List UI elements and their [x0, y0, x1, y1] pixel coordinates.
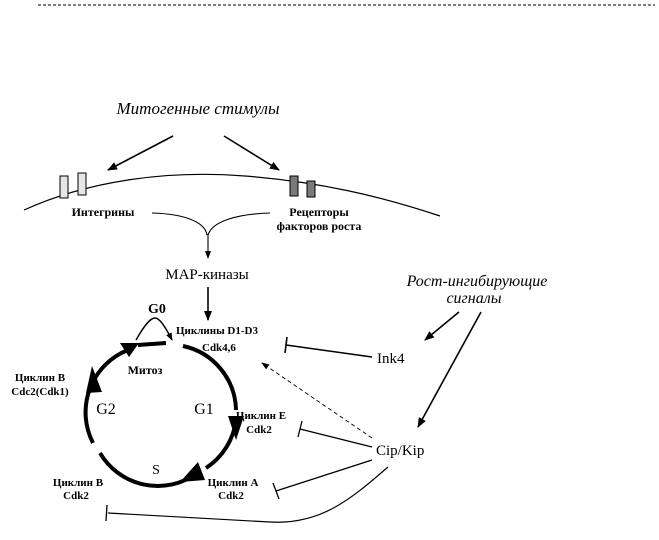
- ink4-inhibition-bar: [284, 336, 288, 354]
- ink4-inhibition-line: [285, 344, 373, 358]
- cyclin-d-line2: Cdk4,6: [202, 342, 236, 354]
- receptors-label-line2: факторов роста: [277, 219, 362, 233]
- inhibitory-to-cipkip-arrow: [417, 311, 482, 428]
- inhibitory-signals-line1: Рост-ингибирующие: [406, 273, 548, 290]
- cyclin-b-m-line1: Циклин B: [15, 372, 66, 384]
- cyclin-e-line1: Циклин E: [236, 410, 286, 422]
- integrin-right: [77, 172, 87, 196]
- integrin-signal-curve: [151, 212, 208, 236]
- receptor-right: [306, 180, 316, 198]
- ink4-label: Ink4: [377, 351, 405, 367]
- cyclin-d-line1: Циклины D1-D3: [176, 325, 258, 337]
- inhibitory-signals-line2: сигналы: [446, 290, 501, 307]
- cyclin-a-line1: Циклин A: [208, 477, 259, 489]
- cip-kip-label: Cip/Kip: [376, 443, 424, 459]
- cipkip-to-cyclin-a-bar: [272, 482, 280, 500]
- g0-loop: [135, 317, 173, 341]
- mitogenic-stimuli-label: Митогенные стимулы: [116, 99, 280, 118]
- mitogenic-arrow-right: [223, 135, 280, 171]
- integrins-label: Интегрины: [72, 205, 135, 219]
- g2-phase-label: G2: [96, 401, 116, 418]
- mitogenic-arrow-left: [107, 135, 174, 171]
- cipkip-to-cyclin-e-inhibition: [299, 428, 373, 448]
- cell-membrane: [23, 173, 441, 217]
- cipkip-to-cyclin-a-inhibition: [275, 459, 373, 492]
- s-phase-label: S: [152, 463, 160, 478]
- cipkip-to-cyclin-e-bar: [297, 420, 303, 438]
- cyclin-e-line2: Cdk2: [246, 424, 272, 436]
- cyclin-b-m-line2: Cdc2(Cdk1): [11, 386, 69, 398]
- cyclin-b-s-line1: Циклин B: [53, 477, 104, 489]
- integrin-left: [59, 175, 69, 199]
- receptor-signal-curve: [207, 212, 271, 236]
- inhibitory-to-ink4-arrow: [424, 311, 460, 341]
- receptor-left: [289, 175, 299, 197]
- receptors-label-line1: Рецепторы: [289, 205, 349, 219]
- g0-label: G0: [148, 302, 166, 317]
- cipkip-to-cyclin-b-bar: [105, 504, 108, 522]
- map-kinases-label: MAP-киназы: [165, 267, 249, 283]
- g1-phase-label: G1: [194, 401, 214, 418]
- cell-cycle-ring: [83, 341, 244, 488]
- cyclin-a-line2: Cdk2: [218, 490, 244, 502]
- cipkip-to-cyclin-d-dashed-inhibition: [261, 362, 373, 439]
- cipkip-to-cyclin-b-inhibition: [107, 466, 389, 523]
- mitosis-label: Митоз: [128, 363, 163, 377]
- cyclin-b-s-line2: Cdk2: [63, 490, 89, 502]
